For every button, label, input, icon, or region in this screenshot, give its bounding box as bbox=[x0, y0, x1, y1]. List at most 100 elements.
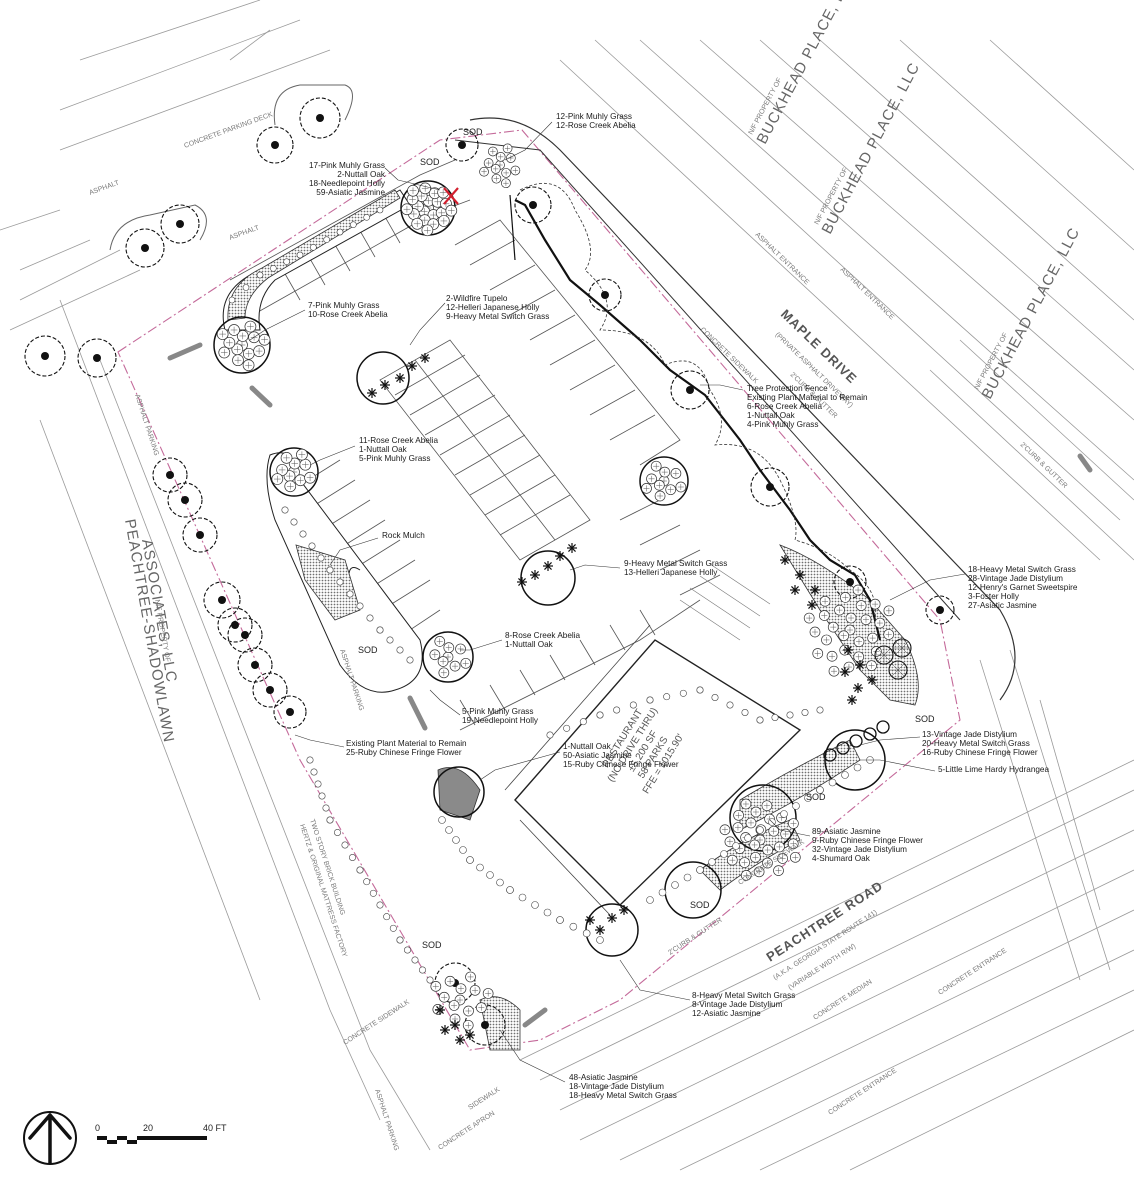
callout-line: 12-Asiatic Jasmine bbox=[692, 1009, 761, 1018]
svg-text:SOD: SOD bbox=[690, 900, 710, 910]
shrub-row bbox=[438, 816, 604, 944]
existing-tree bbox=[256, 126, 294, 164]
switch-grass bbox=[420, 353, 430, 363]
existing-tree bbox=[445, 128, 479, 162]
asphalt-entrance-label-1: ASPHALT ENTRANCE bbox=[754, 231, 811, 286]
callout-line: 3-Foster Holly bbox=[968, 592, 1020, 601]
proposed-tree bbox=[213, 316, 271, 374]
existing-tree bbox=[125, 228, 165, 268]
callout-line: 8-Rose Creek Abelia bbox=[505, 631, 581, 640]
svg-text:SOD: SOD bbox=[422, 940, 442, 950]
switch-grass bbox=[595, 925, 605, 935]
svg-text:SOD: SOD bbox=[806, 792, 826, 802]
callout-line: 4-Shumard Oak bbox=[812, 854, 871, 863]
switch-grass bbox=[840, 667, 850, 677]
callout-line: 48-Asiatic Jasmine bbox=[569, 1073, 638, 1082]
proposed-tree bbox=[520, 550, 576, 606]
street-linework bbox=[0, 0, 1134, 1171]
proposed-tree bbox=[824, 729, 886, 791]
switch-grass bbox=[455, 1035, 465, 1045]
callout-line: 50-Asiatic Jasmine bbox=[563, 751, 632, 760]
scale-0: 0 bbox=[95, 1123, 100, 1133]
svg-text:SOD: SOD bbox=[463, 127, 483, 137]
owner-buckhead-2: BUCKHEAD PLACE, LLC bbox=[819, 60, 924, 237]
switch-grass bbox=[555, 551, 565, 561]
existing-tree bbox=[237, 647, 273, 683]
existing-tree bbox=[203, 581, 241, 619]
switch-grass bbox=[790, 585, 800, 595]
existing-tree bbox=[750, 467, 790, 507]
switch-grass bbox=[543, 561, 553, 571]
callout-line: 7-Pink Muhly Grass bbox=[308, 301, 379, 310]
foster-holly bbox=[888, 660, 908, 680]
callout-line: 12-Pink Muhly Grass bbox=[556, 112, 632, 121]
existing-tree bbox=[514, 186, 552, 224]
switch-grass bbox=[867, 675, 877, 685]
callout-line: 18-Heavy Metal Switch Grass bbox=[569, 1091, 677, 1100]
planting-symbols bbox=[24, 97, 955, 1046]
callout-line: 89-Asiatic Jasmine bbox=[812, 827, 881, 836]
callout-line: 2-Wildfire Tupelo bbox=[446, 294, 508, 303]
existing-tree bbox=[182, 517, 218, 553]
switch-grass bbox=[853, 683, 863, 693]
asphalt-label-2: ASPHALT bbox=[228, 224, 261, 242]
hydrangea bbox=[876, 720, 890, 734]
scale-40: 40 FT bbox=[203, 1123, 227, 1133]
maple-curb bbox=[469, 117, 1016, 701]
switch-grass bbox=[530, 570, 540, 580]
callout-line: 28-Vintage Jade Distylium bbox=[968, 574, 1063, 583]
switch-grass bbox=[465, 1030, 475, 1040]
hydrangea bbox=[836, 741, 850, 755]
callout-line: 5-Pink Muhly Grass bbox=[359, 454, 430, 463]
switch-grass bbox=[847, 695, 857, 705]
hydrangea bbox=[863, 727, 877, 741]
switch-grass bbox=[585, 915, 595, 925]
curb-gutter-label-3: 2'CURB & GUTTER bbox=[667, 917, 723, 957]
concrete-parking-deck-label: CONCRETE PARKING DECK bbox=[183, 111, 274, 150]
shrub-cluster bbox=[803, 584, 895, 677]
callout-line: 15-Ruby Chinese Fringe Flower bbox=[563, 760, 679, 769]
asphalt-parking-label-3: ASPHALT PARKING bbox=[373, 1088, 399, 1151]
svg-text:SOD: SOD bbox=[358, 645, 378, 655]
tree-removal-mark bbox=[443, 187, 459, 205]
scale-20: 20 bbox=[143, 1123, 153, 1133]
scale-bar: 0 20 40 FT bbox=[95, 1123, 227, 1144]
svg-text:SOD: SOD bbox=[915, 714, 935, 724]
callout-line: 5-Little Lime Hardy Hydrangea bbox=[938, 765, 1049, 774]
callout-line: 8-Heavy Metal Switch Grass bbox=[692, 991, 795, 1000]
asphalt-parking-label-1: ASPHALT PARKING bbox=[133, 393, 159, 456]
existing-tree bbox=[299, 97, 341, 139]
switch-grass bbox=[567, 543, 577, 553]
callout-line: 6-Rose Creek Abelia bbox=[747, 402, 823, 411]
callout-line: 20-Heavy Metal Switch Grass bbox=[922, 739, 1030, 748]
callout-line: 17-Pink Muhly Grass bbox=[309, 161, 385, 170]
proposed-tree bbox=[433, 766, 485, 818]
callout-line: 8-Vintage Jade Distylium bbox=[692, 1000, 783, 1009]
shrub-row bbox=[228, 206, 384, 304]
callout-line: 4-Pink Muhly Grass bbox=[747, 420, 818, 429]
switch-grass bbox=[795, 570, 805, 580]
callout-line: 27-Asiatic Jasmine bbox=[968, 601, 1037, 610]
callout-line: 16-Ruby Chinese Fringe Flower bbox=[922, 748, 1038, 757]
leader-lines bbox=[249, 121, 966, 1083]
callout-line: Existing Plant Material to Remain bbox=[346, 739, 467, 748]
callout-line: 10-Rose Creek Abelia bbox=[308, 310, 388, 319]
foster-holly bbox=[892, 638, 912, 658]
neighbor-islands bbox=[109, 84, 353, 251]
switch-grass bbox=[450, 1020, 460, 1030]
existing-tree bbox=[167, 482, 203, 518]
hydrangea bbox=[849, 734, 863, 748]
proposed-tree bbox=[585, 903, 639, 957]
concrete-apron-label: CONCRETE APRON bbox=[437, 1110, 496, 1152]
callout-line: 19-Needlepoint Holly bbox=[462, 716, 539, 725]
